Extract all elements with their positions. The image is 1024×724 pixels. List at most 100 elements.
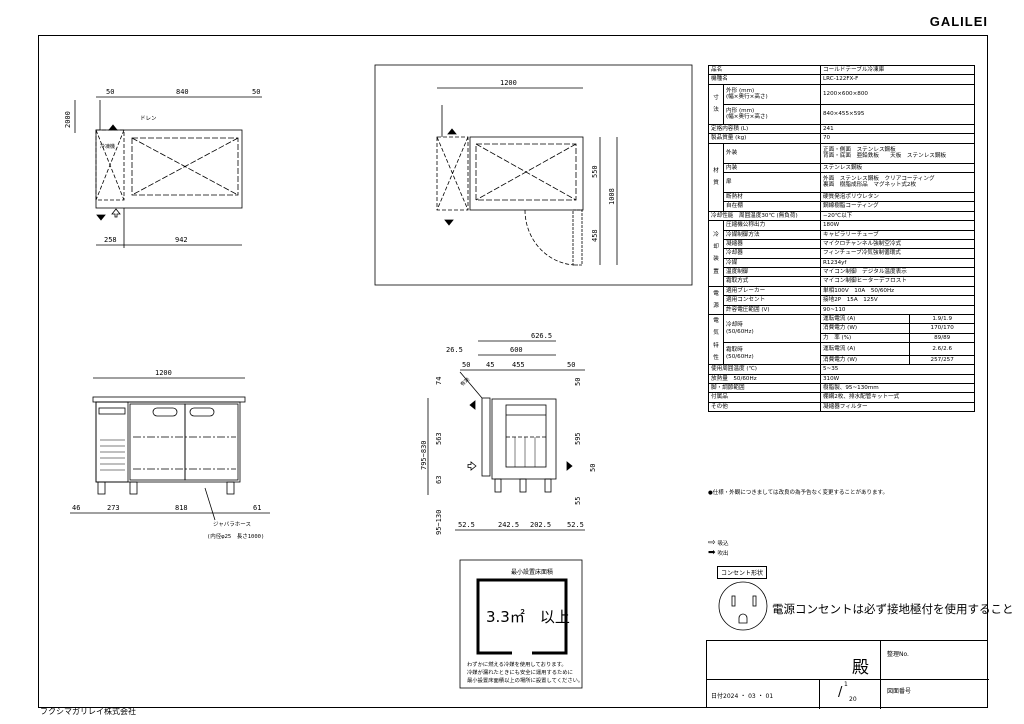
filled-arrow-icon: ➡ xyxy=(708,548,716,558)
spec-label: 凝縮器 xyxy=(723,238,821,250)
dim-label: 50 xyxy=(574,378,582,386)
spec-value: キャピラリーチューブ xyxy=(820,229,975,240)
spec-sub-label: 運転電流 (A) xyxy=(819,342,911,356)
spec-value: 樹脂製、95~130mm xyxy=(820,382,975,394)
spec-label: 霜取方式 xyxy=(723,276,821,287)
outlet-warning: 電源コンセントは必ず接地極付を使用すること xyxy=(772,602,1014,616)
dim-label: 595 xyxy=(574,432,582,445)
spec-label: 脚・調節範囲 xyxy=(708,382,821,394)
spec-group: 寸法 xyxy=(708,83,724,125)
install-note: 最小設置床面積以上の場所に設置してください。 xyxy=(467,676,583,684)
spec-group: 冷却装置 xyxy=(708,220,724,287)
spec-sub-label: 消費電力 (W) xyxy=(819,323,911,334)
spec-group: 電源 xyxy=(708,285,724,316)
scale-numerator: 1 xyxy=(844,681,848,688)
spec-row: 許容電圧範囲 (V)90~110 xyxy=(709,304,975,316)
spec-label: 適用コンセント xyxy=(723,295,821,306)
spec-label: 断熱材 xyxy=(723,191,821,203)
spec-value: LRC-122FX-F xyxy=(820,74,975,85)
side-view: 626.5 26.5 600 50 45 455 50 74 563 795~8… xyxy=(420,332,597,535)
spec-label: 外形 (mm) (幅×奥行×高さ) xyxy=(723,83,821,105)
dim-label: 50 xyxy=(106,88,114,96)
dim-label: 1200 xyxy=(500,79,517,87)
spec-row: 製品質量 (kg)70 xyxy=(708,133,975,144)
spec-value: 外面 ステンレス鋼板 クリアコーティング 裏面 樹脂成形品 マグネット式2枚 xyxy=(820,171,975,193)
spec-label: 冷媒制御方法 xyxy=(723,229,821,240)
spec-value: ステンレス鋼板 xyxy=(820,162,975,173)
spec-value: 241 xyxy=(820,123,975,135)
spec-row: 冷却器フィンチューブ冷気強制循環式 xyxy=(709,248,975,259)
spec-label: 内装 xyxy=(723,162,821,173)
legend-item-intake: ⇨ 吸込 xyxy=(708,538,729,548)
spec-label: 内形 (mm) (幅×奥行×高さ) xyxy=(723,103,821,125)
spec-label: 品名 xyxy=(708,64,821,76)
spec-label: 自在棚 xyxy=(723,201,821,212)
spec-row: 冷媒制御方法キャピラリーチューブ xyxy=(709,229,975,240)
dim-label: 50 xyxy=(567,361,575,369)
spec-label: 圧縮機公称出力 xyxy=(723,220,821,231)
spec-label: その他 xyxy=(708,401,821,413)
dim-label: 61 xyxy=(253,504,261,512)
spec-value: −20℃以下 xyxy=(820,210,975,222)
install-note: わずかに燃える冷媒を使用しております。 xyxy=(467,660,567,668)
spec-value: 840×455×595 xyxy=(820,103,975,125)
spec-label: 温度制御 xyxy=(723,267,821,278)
plan-door-view: 1200 550 1008 458 xyxy=(374,64,693,286)
spec-label: 適用ブレーカー xyxy=(723,285,821,297)
door-swing xyxy=(524,209,578,266)
dim-label: 50 xyxy=(252,88,260,96)
drawing-frame xyxy=(38,35,988,708)
dim-label: 1008 xyxy=(608,188,616,205)
dim-label: 942 xyxy=(175,236,188,244)
spec-value: 棚網2枚、排水配管キット一式 xyxy=(820,392,975,403)
spec-group: 材質 xyxy=(708,142,724,212)
spec-label: 冷媒 xyxy=(723,257,821,269)
dim-label: 600 xyxy=(510,346,523,354)
spec-sub-value: 1.9/1.9 xyxy=(909,314,975,325)
front-view: 1200 46 273 818 61 ジャバラホース (内径φ25 長さ1000… xyxy=(70,369,270,540)
dim-label: 74 xyxy=(435,377,443,385)
dim-label: 550 xyxy=(591,165,599,178)
spec-row: 品名コールドテーブル冷凍庫 xyxy=(708,64,975,76)
spec-row: 使用周囲温度 (℃)5~35 xyxy=(708,364,975,375)
filled-arrow-icon xyxy=(469,400,476,410)
spec-value: 硬質発泡ポリウレタン xyxy=(820,191,975,203)
dim-label: 46 xyxy=(72,504,80,512)
outlet-diagram xyxy=(718,581,768,631)
spec-value: マイクロチャンネル強制空冷式 xyxy=(820,238,975,250)
spec-label: 定格内容積 (L) xyxy=(708,123,821,135)
spec-row: 力 率 (%)89/89 xyxy=(709,332,975,344)
spec-row: 内装ステンレス鋼板 xyxy=(709,162,975,173)
spec-label: 許容電圧範囲 (V) xyxy=(723,304,821,316)
dim-label: 45 xyxy=(486,361,494,369)
spec-value: 1200×600×800 xyxy=(820,83,975,105)
install-note: 冷媒が漏れたときにも安全に運用するために xyxy=(467,668,573,676)
dim-label: 455 xyxy=(512,361,525,369)
install-area: 最小設置床面積 3.3㎡ 以上 わずかに燃える冷媒を使用しております。 冷媒が漏… xyxy=(459,559,583,689)
spec-sub-label: 消費電力 (W) xyxy=(819,354,911,366)
brand-logo: GALILEI xyxy=(929,14,988,29)
spec-row: 断熱材硬質発泡ポリウレタン xyxy=(709,191,975,203)
dim-label: 258 xyxy=(104,236,117,244)
spec-row: 霜取時 (50/60Hz)運転電流 (A)2.6/2.6 xyxy=(709,342,975,366)
spec-row: 付属品棚網2枚、排水配管キット一式 xyxy=(708,392,975,403)
dim-label: 52.5 xyxy=(567,521,584,529)
door-right xyxy=(184,403,239,481)
spec-value: マイコン制御ヒーターデフロスト xyxy=(820,276,975,287)
diag-label: 有効 xyxy=(459,376,471,388)
spec-label: 扉 xyxy=(723,171,821,193)
spec-value: 180W xyxy=(820,220,975,231)
spec-sub-value: 257/257 xyxy=(909,354,975,366)
spec-row: 寸法外形 (mm) (幅×奥行×高さ)1200×600×800 xyxy=(708,83,975,125)
spec-value: 単相100V 10A 50/60Hz xyxy=(820,285,975,297)
drawing-no-label: 図面番号 xyxy=(887,688,912,695)
spec-value: 310W xyxy=(820,373,975,385)
filled-arrow-icon xyxy=(108,124,118,131)
spec-row: 自在棚鋼線樹脂コーティング xyxy=(709,201,975,212)
spec-row: 霜取方式マイコン制御ヒーターデフロスト xyxy=(709,276,975,287)
spec-value: 5~35 xyxy=(820,364,975,375)
dim-label: 626.5 xyxy=(531,332,552,340)
install-area-value: 3.3㎡ 以上 xyxy=(486,608,570,626)
